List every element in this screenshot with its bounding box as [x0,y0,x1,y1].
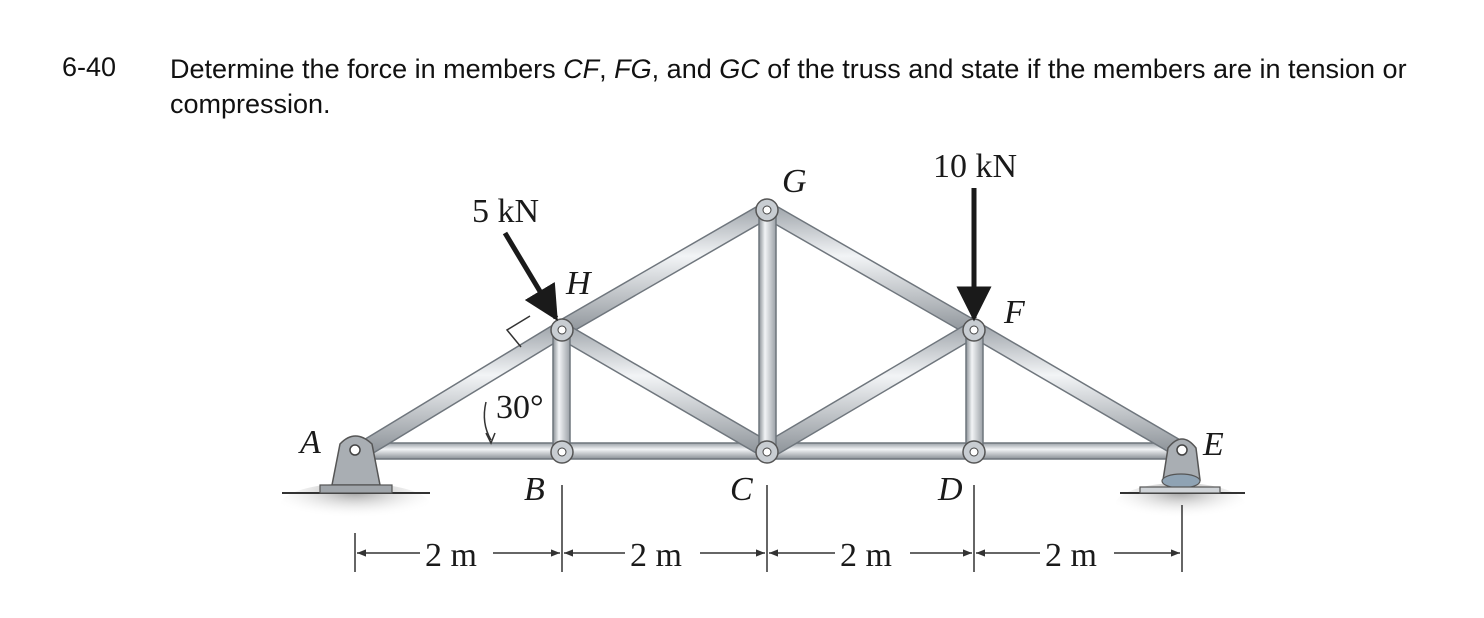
load-label-5kn: 5 kN [472,193,539,230]
dimension-label-2: 2 m [630,537,682,574]
text-part-3: , [599,54,615,84]
problem-statement: Determine the force in members CF, FG, a… [170,52,1460,122]
load-label-10kn: 10 kN [933,148,1017,185]
member-hc [554,321,772,458]
node-label-h: H [565,265,593,302]
member-gc-ref: GC [719,54,760,84]
member-cf-ref: CF [563,54,600,84]
node-label-e: E [1202,426,1224,463]
node-label-c: C [730,471,753,508]
node-label-d: D [937,471,963,508]
node-label-f: F [1003,294,1026,331]
member-cf [764,321,979,458]
text-part-5: , and [651,54,720,84]
member-fe [969,321,1183,456]
joint-h [550,318,574,342]
dimension-label-1: 2 m [425,537,477,574]
pin-support-a [319,435,393,494]
dimension-lines [354,485,1183,572]
joint-b [550,440,574,464]
truss-joints [550,198,986,464]
member-gf [762,202,979,337]
roller-support-e [1139,438,1221,494]
joint-c [755,440,779,464]
member-gc [758,211,777,453]
problem-number: 6-40 [62,52,117,82]
member-fd [965,329,984,451]
dimension-label-3: 2 m [840,537,892,574]
member-hb [552,329,571,451]
angle-label: 30° [496,389,544,426]
dimension-label-4: 2 m [1045,537,1097,574]
node-label-g: G [782,163,807,200]
load-arrow-5kn [502,231,559,348]
text-part-1: Determine the force in members [170,54,564,84]
node-label-b: B [524,471,545,508]
text-part-7: of the truss and state if the members ar… [170,54,1407,119]
node-label-a: A [298,424,321,461]
joint-d [962,440,986,464]
angle-arc [483,401,492,441]
joint-f [962,318,986,342]
angle-arc-arrow [485,432,496,445]
joint-g [755,198,779,222]
member-fg-ref: FG [614,54,652,84]
